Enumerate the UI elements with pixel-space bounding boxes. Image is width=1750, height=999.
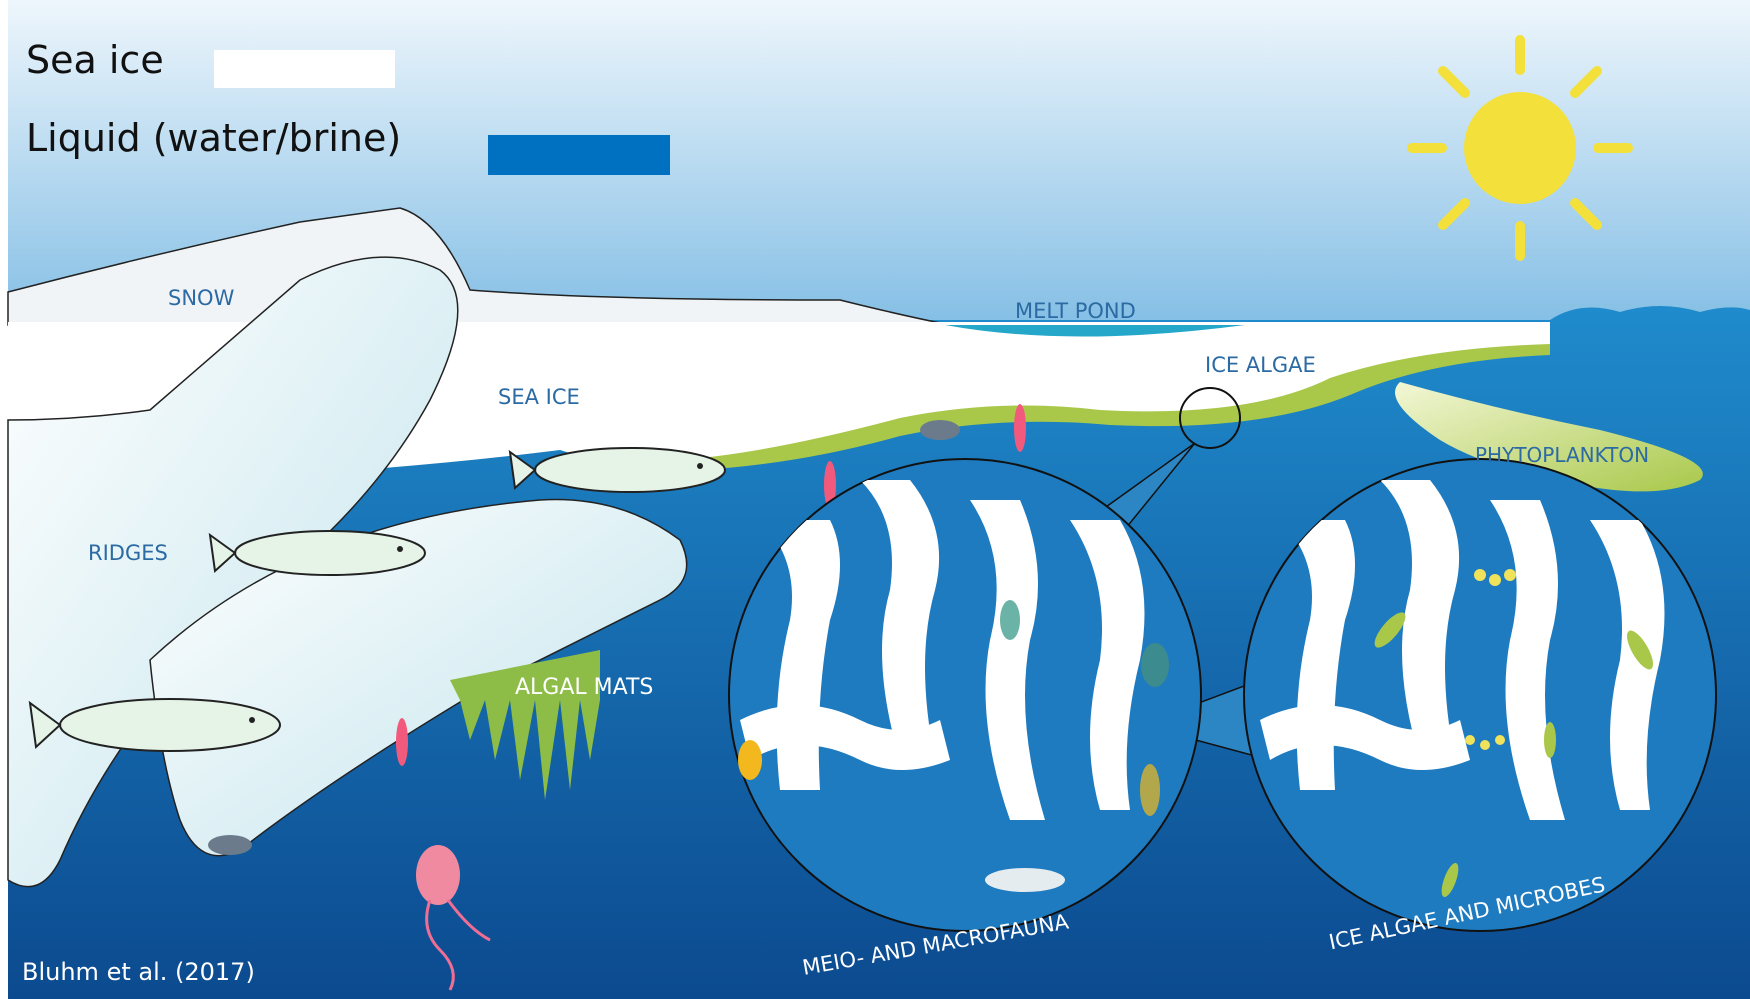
amphipod-icon bbox=[920, 420, 960, 440]
shrimp-icon bbox=[985, 868, 1065, 892]
legend-liquid-label: Liquid (water/brine) bbox=[26, 116, 401, 160]
label-ridges: RIDGES bbox=[88, 541, 168, 565]
legend-sea-ice-label: Sea ice bbox=[26, 38, 164, 82]
krill-icon bbox=[1014, 404, 1026, 452]
label-snow: SNOW bbox=[168, 286, 235, 310]
source-credit: Bluhm et al. (2017) bbox=[22, 958, 255, 986]
legend-liquid-swatch bbox=[488, 135, 670, 175]
label-melt-pond: MELT POND bbox=[1015, 299, 1136, 323]
amphipod-icon bbox=[208, 835, 252, 855]
label-algal-mats: ALGAL MATS bbox=[515, 675, 653, 700]
inset-ice-algae-microbes bbox=[1244, 459, 1716, 931]
label-phytoplankton: PHYTOPLANKTON bbox=[1475, 443, 1649, 467]
nematode-icon bbox=[1140, 764, 1160, 816]
krill-icon bbox=[396, 718, 408, 766]
inset-meio-macrofauna bbox=[729, 459, 1201, 931]
legend-sea-ice-swatch bbox=[214, 50, 395, 88]
rotifer-icon bbox=[738, 740, 762, 780]
copepod-icon bbox=[1000, 600, 1020, 640]
jellyfish-icon bbox=[416, 845, 460, 905]
sun-icon bbox=[1412, 40, 1628, 256]
label-ice-algae: ICE ALGAE bbox=[1205, 353, 1316, 377]
label-sea-ice: SEA ICE bbox=[498, 385, 580, 409]
turbellarian-icon bbox=[1141, 643, 1169, 687]
